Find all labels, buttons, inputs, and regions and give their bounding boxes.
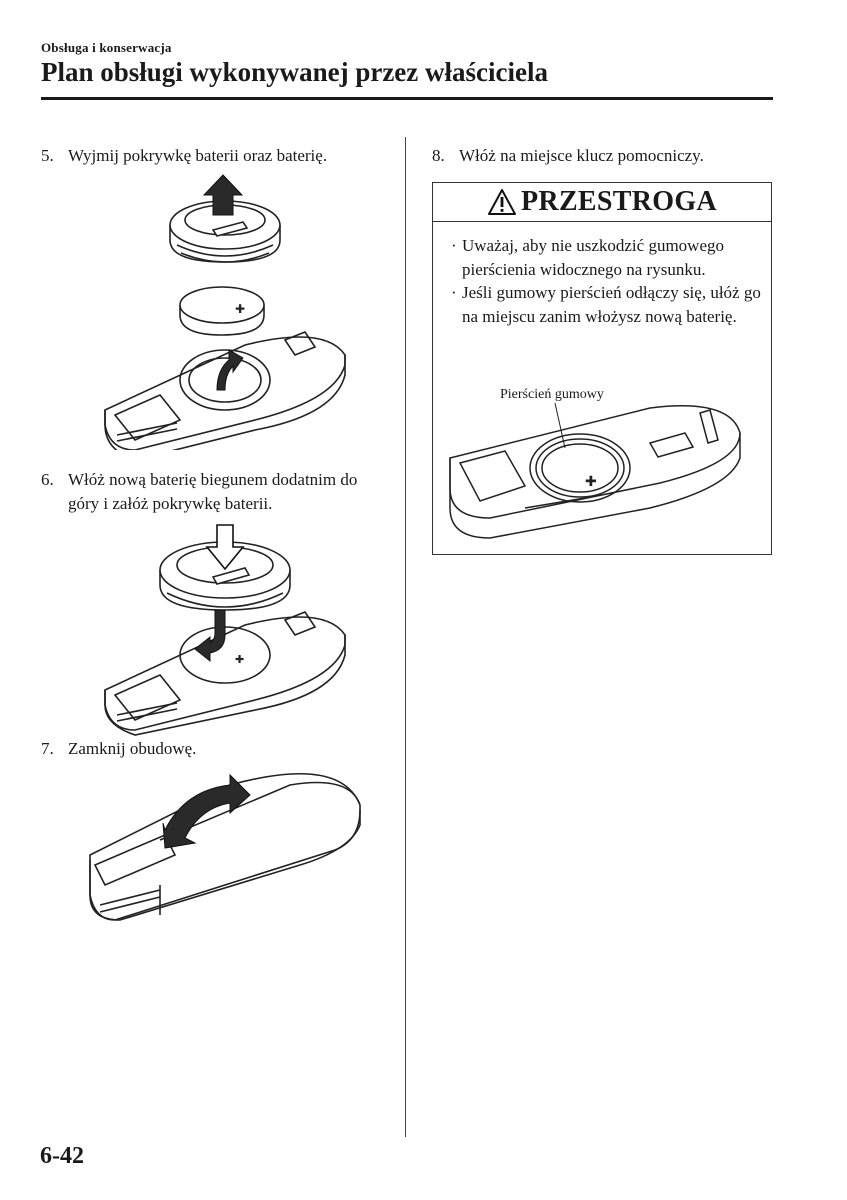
caution-header: PRZESTROGA [433,183,771,222]
battery-cover-removal-illustration: ✚ [104,174,346,450]
step-text: Zamknij obudowę. [68,739,197,758]
step-number: 7. [41,739,54,758]
page-title: Plan obsługi wykonywanej przez właścicie… [41,57,548,87]
svg-text:✚: ✚ [235,653,244,666]
section-label: Obsługa i konserwacja [41,40,172,55]
page-number: 6-42 [40,1143,84,1169]
step-5: 5. Wyjmij pokrywkę baterii oraz baterię. [41,144,391,168]
caution-list: · Uważaj, aby nie uszkodzić gumowego pie… [433,222,771,328]
bullet: · [451,236,457,255]
step-text: Wyjmij pokrywkę baterii oraz baterię. [68,146,328,165]
arrow-icon [194,609,226,663]
step-number: 8. [432,146,445,165]
rubber-ring-illustration: ✚ [449,402,741,539]
arrow-icon [202,174,244,216]
step-text: Włóż nową baterię biegunem dodatnim do g… [68,470,358,513]
step-text: Włóż na miejsce klucz pomocniczy. [459,146,704,165]
caution-box: PRZESTROGA · Uważaj, aby nie uszkodzić g… [432,182,772,555]
title-rule [41,97,773,100]
svg-text:✚: ✚ [585,474,597,490]
step-number: 5. [41,146,54,165]
rubber-ring-label: Pierścień gumowy [500,387,604,402]
caution-title: PRZESTROGA [521,186,717,217]
step-number: 6. [41,470,54,489]
arrow-icon [216,349,244,391]
step-8: 8. Włóż na miejsce klucz pomocniczy. [432,144,782,168]
arrow-icon [162,773,251,849]
caution-item: · Jeśli gumowy pierścień odłączy się, uł… [451,281,762,328]
svg-text:✚: ✚ [235,302,245,316]
caution-item-text: Uważaj, aby nie uszkodzić gumowego pierś… [462,236,724,279]
caution-item-text: Jeśli gumowy pierścień odłączy się, ułóż… [462,283,761,326]
warning-triangle-icon [488,189,517,215]
caution-item: · Uważaj, aby nie uszkodzić gumowego pie… [451,234,762,281]
step-7: 7. Zamknij obudowę. [41,737,391,761]
battery-insertion-illustration: ✚ [104,524,346,736]
close-housing-illustration [89,772,361,921]
arrow-icon [205,524,245,571]
bullet: · [451,283,457,302]
step-6: 6. Włóż nową baterię biegunem dodatnim d… [41,468,391,516]
column-divider [405,137,406,1137]
